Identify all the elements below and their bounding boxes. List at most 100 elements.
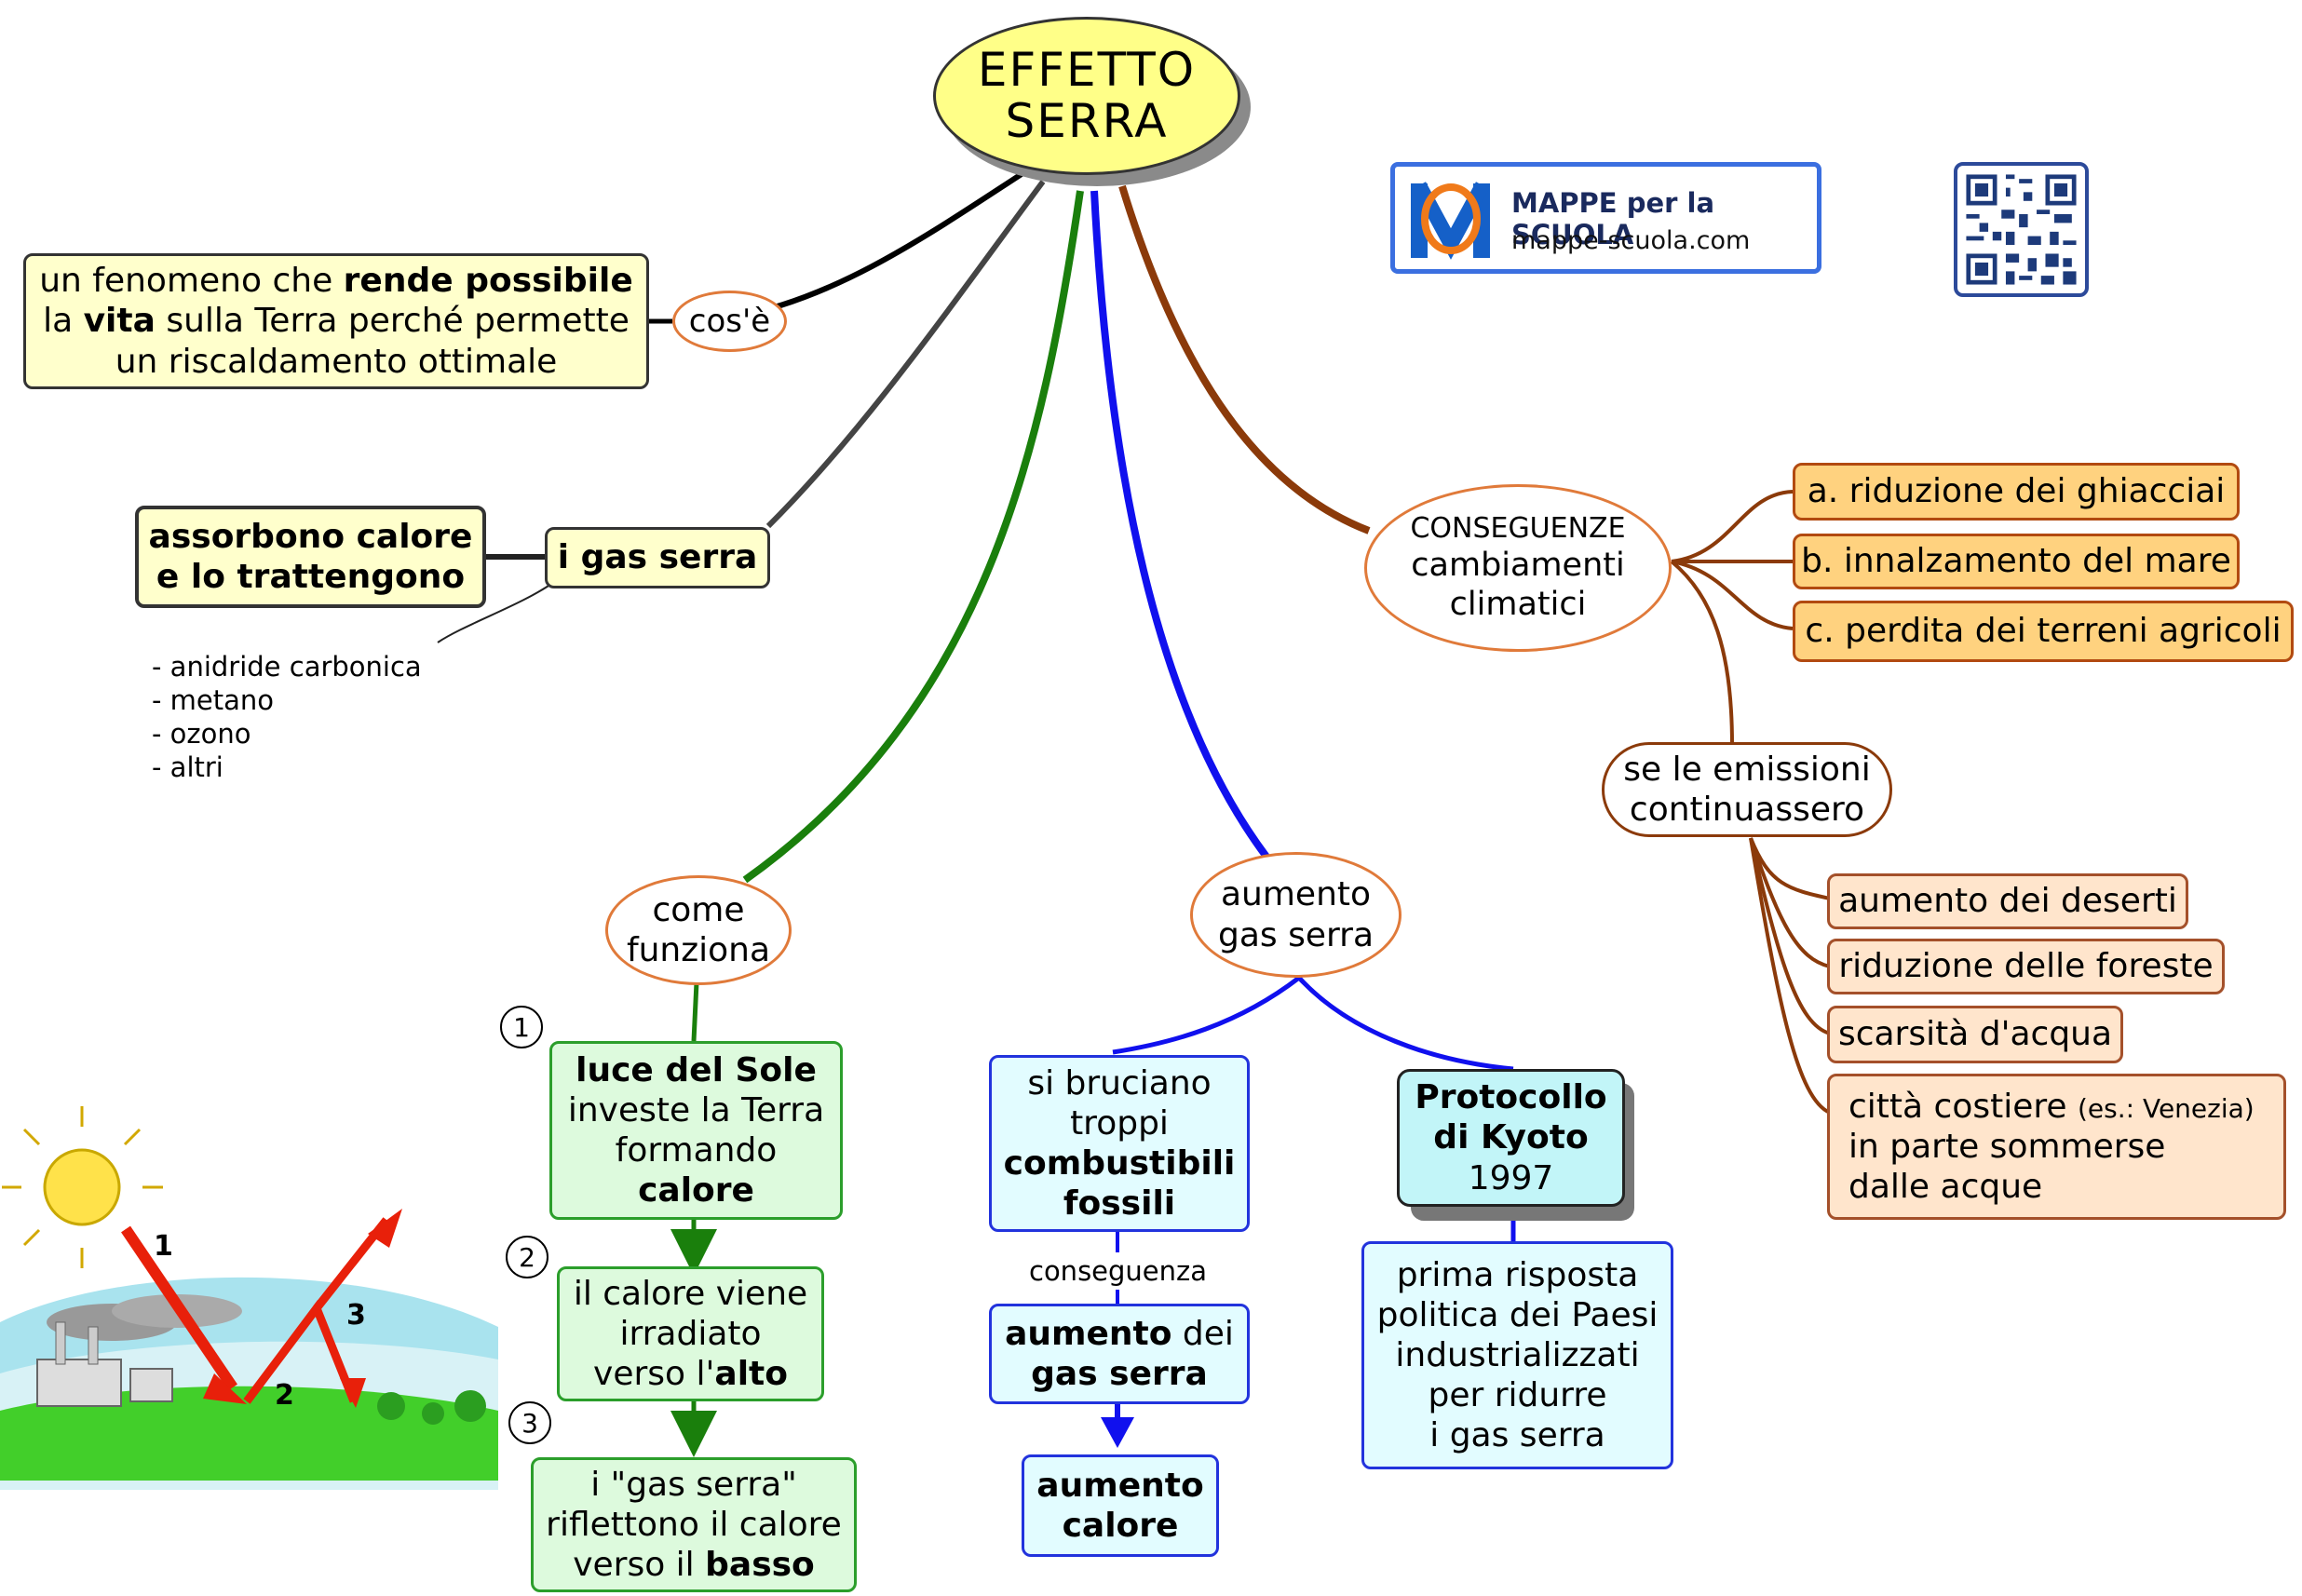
- illus-label-3: 3: [346, 1299, 366, 1332]
- step1-text-2: formando: [615, 1131, 778, 1170]
- step2-text-3: verso l': [593, 1355, 715, 1394]
- aumgas-text-1: dei: [1171, 1314, 1234, 1353]
- aumgas-bold-1: aumento: [1005, 1314, 1172, 1353]
- step-number-3: 3: [508, 1401, 551, 1444]
- citta-example: (es.: Venezia): [2077, 1092, 2255, 1124]
- emissioni-line1: se le emissioni: [1623, 750, 1871, 789]
- step-number-2: 2: [506, 1236, 548, 1278]
- gas-serra-node[interactable]: i gas serra: [545, 527, 770, 588]
- future-acqua: scarsità d'acqua: [1827, 1006, 2123, 1063]
- qr-code[interactable]: [1954, 162, 2089, 297]
- future-deserti: aumento dei deserti: [1827, 873, 2188, 929]
- risposta-line: politica dei Paesi: [1376, 1295, 1659, 1334]
- aumgas-bold-2: gas serra: [1031, 1355, 1208, 1393]
- future-text: aumento dei deserti: [1838, 882, 2177, 921]
- emissioni-node[interactable]: se le emissioni continuassero: [1602, 742, 1892, 837]
- conseguenza-text: a. riduzione dei ghiacciai: [1807, 472, 2226, 511]
- cose-label: cos'è: [688, 302, 771, 340]
- funziona-line2: funziona: [626, 931, 771, 969]
- aumento-gas-box: aumento dei gas serra: [989, 1304, 1250, 1404]
- step-number-1: 1: [500, 1006, 543, 1048]
- title-line2: SERRA: [1005, 94, 1169, 148]
- step-1-box: luce del Sole investe la Terra formando …: [549, 1041, 843, 1220]
- step3-bold-1: basso: [705, 1546, 815, 1585]
- risposta-line: prima risposta: [1396, 1255, 1639, 1294]
- qr-code-icon: [1966, 174, 2077, 285]
- gas-list-item: - ozono: [152, 718, 251, 750]
- logo-url: mappe-scuola.com: [1511, 226, 1751, 255]
- risposta-line: i gas serra: [1429, 1416, 1605, 1455]
- gas-list-item: - altri: [152, 751, 223, 783]
- step1-bold-1: luce del Sole: [576, 1050, 817, 1089]
- brucia-bold-1: combustibili: [1003, 1144, 1236, 1183]
- step-3-box: i "gas serra" riflettono il calore verso…: [531, 1457, 857, 1592]
- step2-bold-1: alto: [714, 1355, 788, 1394]
- conseguenza-item-b: b. innalzamento del mare: [1793, 534, 2240, 589]
- future-text: riduzione delle foreste: [1838, 947, 2214, 986]
- kyoto-line2: di Kyoto: [1433, 1118, 1589, 1157]
- calore-line2: calore: [1062, 1507, 1179, 1545]
- future-citta: città costiere (es.: Venezia) in parte s…: [1827, 1074, 2286, 1220]
- emissioni-line2: continuassero: [1629, 791, 1865, 829]
- calore-line1: aumento: [1036, 1466, 1204, 1505]
- brucia-text-1: si bruciano: [1027, 1063, 1212, 1102]
- sun-icon: [2, 1106, 163, 1268]
- risposta-line: per ridurre: [1428, 1376, 1607, 1415]
- cose-text-1: un fenomeno che: [39, 262, 344, 301]
- citta-text-3: dalle acque: [1848, 1168, 2043, 1207]
- cose-description: un fenomeno che rende possibile la vita …: [23, 253, 649, 389]
- logo-brand: MAPPE per la SCUOLA: [1511, 187, 1715, 250]
- greenhouse-illustration: 1 2 3: [0, 1106, 498, 1490]
- step3-text-2: riflettono il calore: [546, 1505, 842, 1544]
- cose-text-4: un riscaldamento ottimale: [115, 342, 558, 381]
- gas-list-item: - metano: [152, 684, 275, 716]
- conseguenza-text: c. perdita dei terreni agricoli: [1805, 612, 2282, 651]
- gas-desc-line1: assorbono calore: [148, 517, 473, 556]
- risposta-line: industrializzati: [1395, 1335, 1640, 1374]
- step3-text-3: verso il: [573, 1546, 706, 1585]
- conseguenza-text: b. innalzamento del mare: [1801, 542, 2231, 581]
- citta-text-1: città costiere: [1848, 1087, 2078, 1126]
- aumento-gas-node[interactable]: aumento gas serra: [1190, 852, 1402, 978]
- step1-bold-2: calore: [638, 1171, 754, 1211]
- kyoto-line1: Protocollo: [1415, 1078, 1607, 1117]
- future-foreste: riduzione delle foreste: [1827, 939, 2225, 994]
- conseguenze-sub2: climatici: [1449, 586, 1587, 623]
- site-logo[interactable]: MAPPE per la SCUOLA mappe-scuola.com: [1390, 162, 1821, 274]
- funziona-line1: come: [652, 890, 745, 929]
- illus-label-1: 1: [154, 1230, 173, 1263]
- cose-bold-2: vita: [83, 302, 156, 341]
- conseguenze-title: CONSEGUENZE: [1410, 512, 1626, 545]
- conseguenza-link-label: conseguenza: [1029, 1255, 1208, 1287]
- step3-text-1: i "gas serra": [590, 1465, 797, 1504]
- gas-list: - anidride carbonica - metano - ozono - …: [152, 650, 422, 784]
- kyoto-year: 1997: [1468, 1158, 1554, 1197]
- cose-text-2: la: [43, 302, 84, 341]
- step2-text-1: il calore viene: [573, 1274, 808, 1313]
- radiation-arrows: [121, 1209, 402, 1408]
- cose-node[interactable]: cos'è: [672, 291, 787, 352]
- mappe-logo-icon: [1411, 182, 1490, 260]
- conseguenze-node[interactable]: CONSEGUENZE cambiamenti climatici: [1364, 484, 1672, 652]
- conseguenza-item-c: c. perdita dei terreni agricoli: [1793, 601, 2294, 662]
- gas-desc-line2: e lo trattengono: [156, 558, 466, 596]
- brucia-text-2: troppi: [1070, 1103, 1169, 1143]
- cose-text-3: sulla Terra perché permette: [155, 302, 630, 341]
- illus-label-2: 2: [275, 1379, 294, 1412]
- step-2-box: il calore viene irradiato verso l'alto: [557, 1266, 824, 1401]
- step1-text-1: investe la Terra: [567, 1090, 825, 1129]
- title-line1: EFFETTO: [977, 43, 1197, 97]
- conseguenza-item-a: a. riduzione dei ghiacciai: [1793, 463, 2240, 521]
- cose-bold-1: rende possibile: [343, 262, 633, 301]
- kyoto-box[interactable]: Protocollo di Kyoto 1997: [1397, 1069, 1625, 1207]
- come-funziona-node[interactable]: come funziona: [605, 875, 792, 985]
- gas-serra-description: assorbono calore e lo trattengono: [135, 506, 486, 608]
- citta-text-2: in parte sommerse: [1848, 1127, 2166, 1166]
- risposta-box: prima risposta politica dei Paesi indust…: [1361, 1241, 1673, 1469]
- aumento-line2: gas serra: [1217, 915, 1374, 954]
- future-text: scarsità d'acqua: [1837, 1015, 2113, 1054]
- conseguenze-sub1: cambiamenti: [1411, 547, 1625, 584]
- gas-list-item: - anidride carbonica: [152, 651, 422, 683]
- step2-text-2: irradiato: [619, 1314, 762, 1353]
